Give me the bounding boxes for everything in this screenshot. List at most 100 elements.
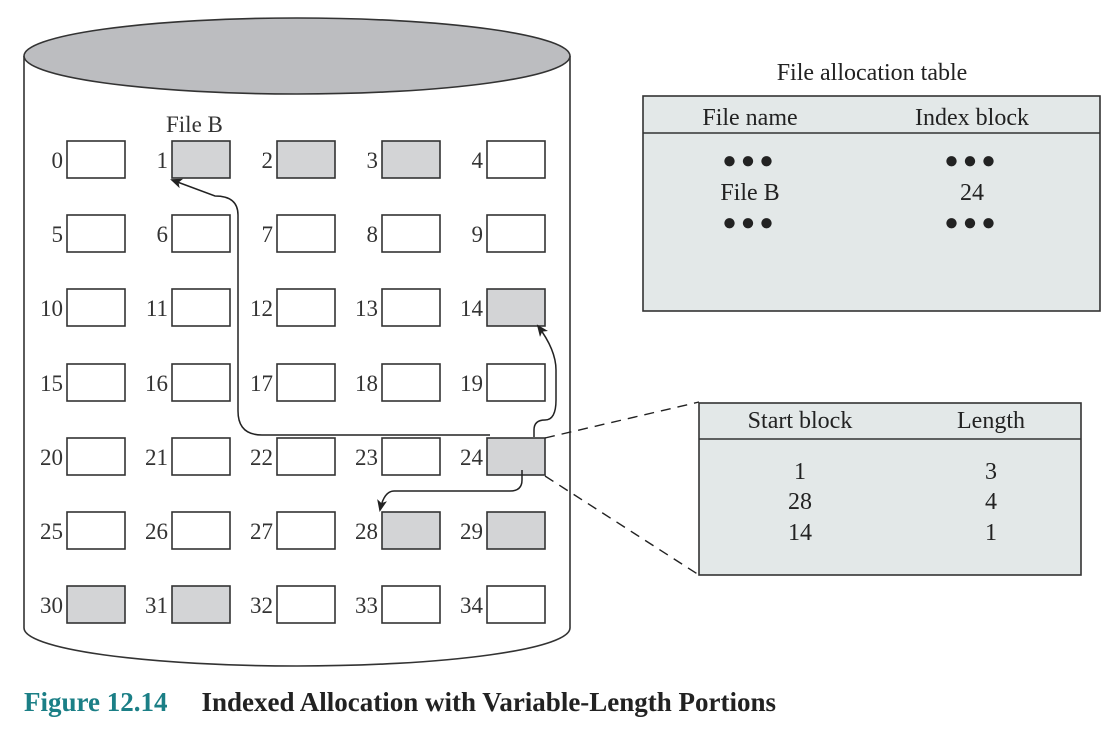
index-cell-length-1: 4	[985, 489, 997, 515]
disk-block-label-11: 11	[146, 296, 168, 321]
fat-cell-file-name-2: ●●●	[722, 210, 778, 236]
disk-block-6	[171, 214, 231, 253]
disk-block-label-31: 31	[145, 593, 168, 618]
disk-block-5	[66, 214, 126, 253]
disk-block-34	[486, 585, 546, 624]
disk-block-label-18: 18	[355, 371, 378, 396]
disk-block-label-22: 22	[250, 445, 273, 470]
disk-block-label-28: 28	[355, 519, 378, 544]
disk-block-32	[276, 585, 336, 624]
disk-block-30	[66, 585, 126, 624]
disk-block-26	[171, 511, 231, 550]
disk-block-label-17: 17	[250, 371, 273, 396]
zoom-lines	[544, 401, 700, 576]
disk-block-18	[381, 363, 441, 402]
index-cell-start-block-1: 28	[788, 489, 812, 515]
index-block-table: Start block Length 1 3 28 4 14 1	[698, 402, 1082, 576]
disk-block-label-8: 8	[367, 222, 379, 247]
disk-block-label-14: 14	[460, 296, 484, 321]
disk-block-label-20: 20	[40, 445, 63, 470]
index-cell-length-2: 1	[985, 520, 997, 546]
disk-block-label-5: 5	[52, 222, 64, 247]
disk-block-label-12: 12	[250, 296, 273, 321]
zoom-line-top	[544, 401, 700, 439]
disk-block-label-30: 30	[40, 593, 63, 618]
fat-cell-index-block-1: 24	[960, 180, 984, 206]
disk-block-label-23: 23	[355, 445, 378, 470]
index-cell-length-0: 3	[985, 459, 997, 485]
figure-number: Figure 12.14	[24, 687, 168, 717]
index-cell-start-block-2: 14	[788, 520, 812, 546]
block-pointers	[170, 178, 557, 512]
zoom-line-bottom	[544, 475, 700, 576]
fat-rows: ●●● ●●● File B 24 ●●● ●●●	[720, 148, 1000, 236]
disk-block-label-6: 6	[157, 222, 169, 247]
fat-header-index-block: Index block	[915, 105, 1029, 131]
index-header-start-block: Start block	[748, 408, 853, 434]
disk-block-label-19: 19	[460, 371, 483, 396]
fat-cell-index-block-2: ●●●	[944, 210, 1000, 236]
disk-block-label-21: 21	[145, 445, 168, 470]
disk-block-10	[66, 288, 126, 327]
disk-block-label-2: 2	[262, 148, 274, 173]
disk-block-2	[276, 140, 336, 179]
disk-block-label-33: 33	[355, 593, 378, 618]
disk-block-12	[276, 288, 336, 327]
disk-block-27	[276, 511, 336, 550]
disk-block-31	[171, 585, 231, 624]
disk-block-20	[66, 437, 126, 476]
disk-block-15	[66, 363, 126, 402]
disk-block-13	[381, 288, 441, 327]
file-allocation-table: File allocation table File name Index bl…	[642, 60, 1101, 312]
disk-block-7	[276, 214, 336, 253]
disk-block-label-27: 27	[250, 519, 273, 544]
pointer-to-block-28	[377, 470, 523, 512]
disk-block-24	[486, 437, 546, 476]
file-b-label: File B	[166, 112, 223, 137]
disk-block-label-13: 13	[355, 296, 378, 321]
disk-block-9	[486, 214, 546, 253]
disk-block-label-3: 3	[367, 148, 379, 173]
disk-block-28	[381, 511, 441, 550]
disk-block-17	[276, 363, 336, 402]
disk-block-8	[381, 214, 441, 253]
fat-header-file-name: File name	[702, 105, 797, 131]
disk-block-label-26: 26	[145, 519, 168, 544]
index-rows: 1 3 28 4 14 1	[788, 459, 997, 546]
disk-block-label-1: 1	[157, 148, 169, 173]
disk-block-21	[171, 437, 231, 476]
fat-title: File allocation table	[777, 60, 968, 86]
disk-block-14	[486, 288, 546, 327]
disk-top-surface	[23, 17, 571, 95]
pointer-to-block-1	[170, 178, 490, 436]
figure-caption: Figure 12.14 Indexed Allocation with Var…	[24, 687, 776, 717]
pointer-to-block-14	[533, 324, 557, 437]
disk-block-label-15: 15	[40, 371, 63, 396]
disk-block-23	[381, 437, 441, 476]
disk-block-label-9: 9	[472, 222, 484, 247]
disk-block-label-7: 7	[262, 222, 274, 247]
disk-block-16	[171, 363, 231, 402]
disk-cylinder	[23, 17, 571, 667]
disk-block-11	[171, 288, 231, 327]
disk-block-label-16: 16	[145, 371, 168, 396]
disk-block-label-4: 4	[472, 148, 484, 173]
disk-block-3	[381, 140, 441, 179]
fat-cell-file-name-0: ●●●	[722, 148, 778, 174]
index-header-length: Length	[957, 408, 1025, 434]
disk-block-29	[486, 511, 546, 550]
disk-block-25	[66, 511, 126, 550]
disk-block-label-32: 32	[250, 593, 273, 618]
figure-title: Indexed Allocation with Variable-Length …	[202, 687, 777, 717]
disk-block-19	[486, 363, 546, 402]
fat-box	[642, 95, 1101, 312]
disk-block-label-10: 10	[40, 296, 63, 321]
index-table-box	[698, 402, 1082, 576]
disk-block-0	[66, 140, 126, 179]
disk-block-33	[381, 585, 441, 624]
fat-cell-file-name-1: File B	[720, 180, 779, 206]
index-cell-start-block-0: 1	[794, 459, 806, 485]
fat-cell-index-block-0: ●●●	[944, 148, 1000, 174]
